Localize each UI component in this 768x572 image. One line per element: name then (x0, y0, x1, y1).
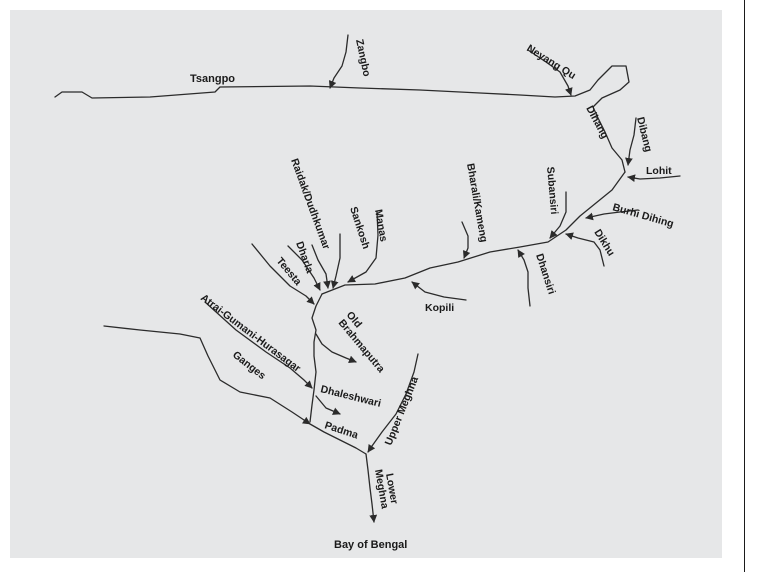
river-sankosh (330, 233, 341, 289)
river-upper-meghna (367, 353, 419, 453)
label-subansiri: Subansiri (544, 166, 560, 215)
river-dharla (287, 245, 321, 291)
river-bharali-kameng (461, 221, 471, 259)
label-raidak-dudhkumar: Raidak/Dudhkumar (288, 157, 332, 251)
river-old-brahmaputra (315, 333, 357, 364)
river-lower-meghna (365, 453, 378, 523)
label-upper-meghna: Upper Meghna (383, 375, 422, 447)
label-bay-of-bengal: Bay of Bengal (334, 539, 407, 551)
label-manas: Manas (372, 208, 390, 242)
label-ganges: Ganges (230, 349, 268, 382)
river-brahmaputra (321, 171, 626, 295)
river-ganges (103, 325, 311, 425)
river-padma (309, 423, 367, 455)
label-zangbo: Zangbo (353, 38, 373, 78)
label-dihang: Dihang (583, 104, 610, 141)
river-lohit (627, 174, 681, 183)
label-neyang-qu: Neyang Qu (524, 42, 577, 82)
river-kopili (411, 281, 467, 301)
label-old-brahmaputra-2: Brahmaputra (336, 317, 387, 375)
label-lohit: Lohit (646, 165, 672, 177)
label-tsangpo: Tsangpo (190, 73, 235, 85)
river-manas (347, 211, 379, 283)
river-atrai-gumani-hurasagar (204, 301, 313, 389)
river-teesta (251, 243, 315, 305)
river-dhaleshwari (315, 395, 341, 415)
river-burhi-dihing (585, 209, 639, 221)
label-kopili: Kopili (425, 302, 454, 314)
river-tsangpo (54, 65, 630, 173)
river-dibang (625, 117, 637, 166)
river-dikhu (565, 232, 605, 267)
page-edge-rule (744, 0, 745, 572)
label-dhansiri: Dhansiri (533, 252, 557, 296)
label-dhaleshwari: Dhaleshwari (319, 383, 382, 410)
label-lower-meghna-1: Lower (383, 472, 400, 505)
river-zangbo (328, 34, 349, 89)
river-dhansiri (517, 249, 531, 307)
river-jamuna (309, 293, 323, 423)
label-bharali-kameng: Bharali/Kameng (464, 162, 490, 243)
label-dibang: Dibang (634, 116, 654, 153)
river-neyang-qu (527, 49, 573, 96)
label-sankosh: Sankosh (347, 205, 372, 250)
river-subansiri (549, 191, 567, 239)
river-raidak-dudhkumar (311, 244, 331, 289)
label-padma: Padma (323, 419, 360, 441)
label-burhi-dihing: Burhi Dihing (611, 201, 675, 230)
